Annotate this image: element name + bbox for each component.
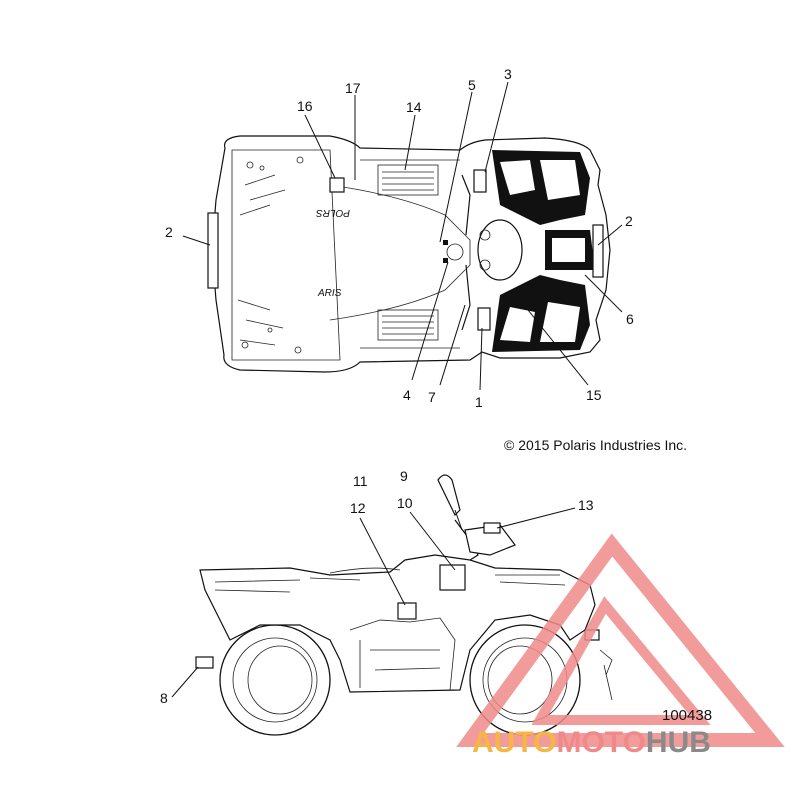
rack-slots xyxy=(237,174,286,346)
decal-text-upper: POLRS xyxy=(316,207,350,218)
callout-12: 12 xyxy=(350,500,366,516)
callout-3: 3 xyxy=(504,66,512,82)
seat xyxy=(329,184,471,321)
decal-1-top xyxy=(477,307,491,331)
callout-13: 13 xyxy=(578,497,594,513)
watermark-auto: AUTO xyxy=(472,726,556,759)
front-bumper xyxy=(592,224,604,278)
footwell-upper xyxy=(377,164,439,196)
callout-1: 1 xyxy=(475,394,483,410)
atv-top-view: POLRS ARIS xyxy=(207,135,611,373)
drawing-number: 100438 xyxy=(662,707,712,724)
watermark-logo xyxy=(456,533,785,747)
watermark-hub: HUB xyxy=(646,726,711,759)
callout-17: 17 xyxy=(345,80,361,96)
decal-3-top xyxy=(473,169,487,193)
callout-10: 10 xyxy=(397,495,413,511)
rear-wheel xyxy=(219,624,331,736)
callout-8: 8 xyxy=(160,690,168,706)
rear-rack xyxy=(231,149,341,361)
mirror xyxy=(437,474,461,517)
copyright-notice: © 2015 Polaris Industries Inc. xyxy=(504,437,687,453)
callout-2-front: 2 xyxy=(625,213,633,229)
callout-6: 6 xyxy=(626,311,634,327)
watermark-text: AUTOMOTOHUB xyxy=(472,726,711,759)
decal-10-side xyxy=(439,564,466,591)
callout-15: 15 xyxy=(586,387,602,403)
decal-16-top xyxy=(329,177,345,193)
headlight-pod xyxy=(477,219,523,281)
callout-5: 5 xyxy=(468,77,476,93)
decal-8-side xyxy=(195,656,214,669)
rear-bumper xyxy=(207,212,219,289)
callout-4: 4 xyxy=(403,387,411,403)
callout-16: 16 xyxy=(297,98,313,114)
callout-7: 7 xyxy=(428,389,436,405)
callout-2-rear: 2 xyxy=(165,224,173,240)
footwell-lower xyxy=(377,309,439,341)
callout-14: 14 xyxy=(406,99,422,115)
callout-numbers: 16 17 14 5 3 2 2 6 4 7 1 15 11 9 12 10 1… xyxy=(160,66,634,706)
leader-lines-top xyxy=(182,81,623,391)
watermark-moto: MOTO xyxy=(556,726,645,759)
front-rack xyxy=(492,150,595,352)
leader-lines-side xyxy=(171,507,576,698)
decal-13-side xyxy=(483,522,501,534)
handlebar xyxy=(461,174,471,331)
callout-11: 11 xyxy=(353,473,368,489)
callout-9: 9 xyxy=(400,468,408,484)
decal-text-lower: ARIS xyxy=(317,288,342,299)
decal-12-side xyxy=(397,602,417,620)
